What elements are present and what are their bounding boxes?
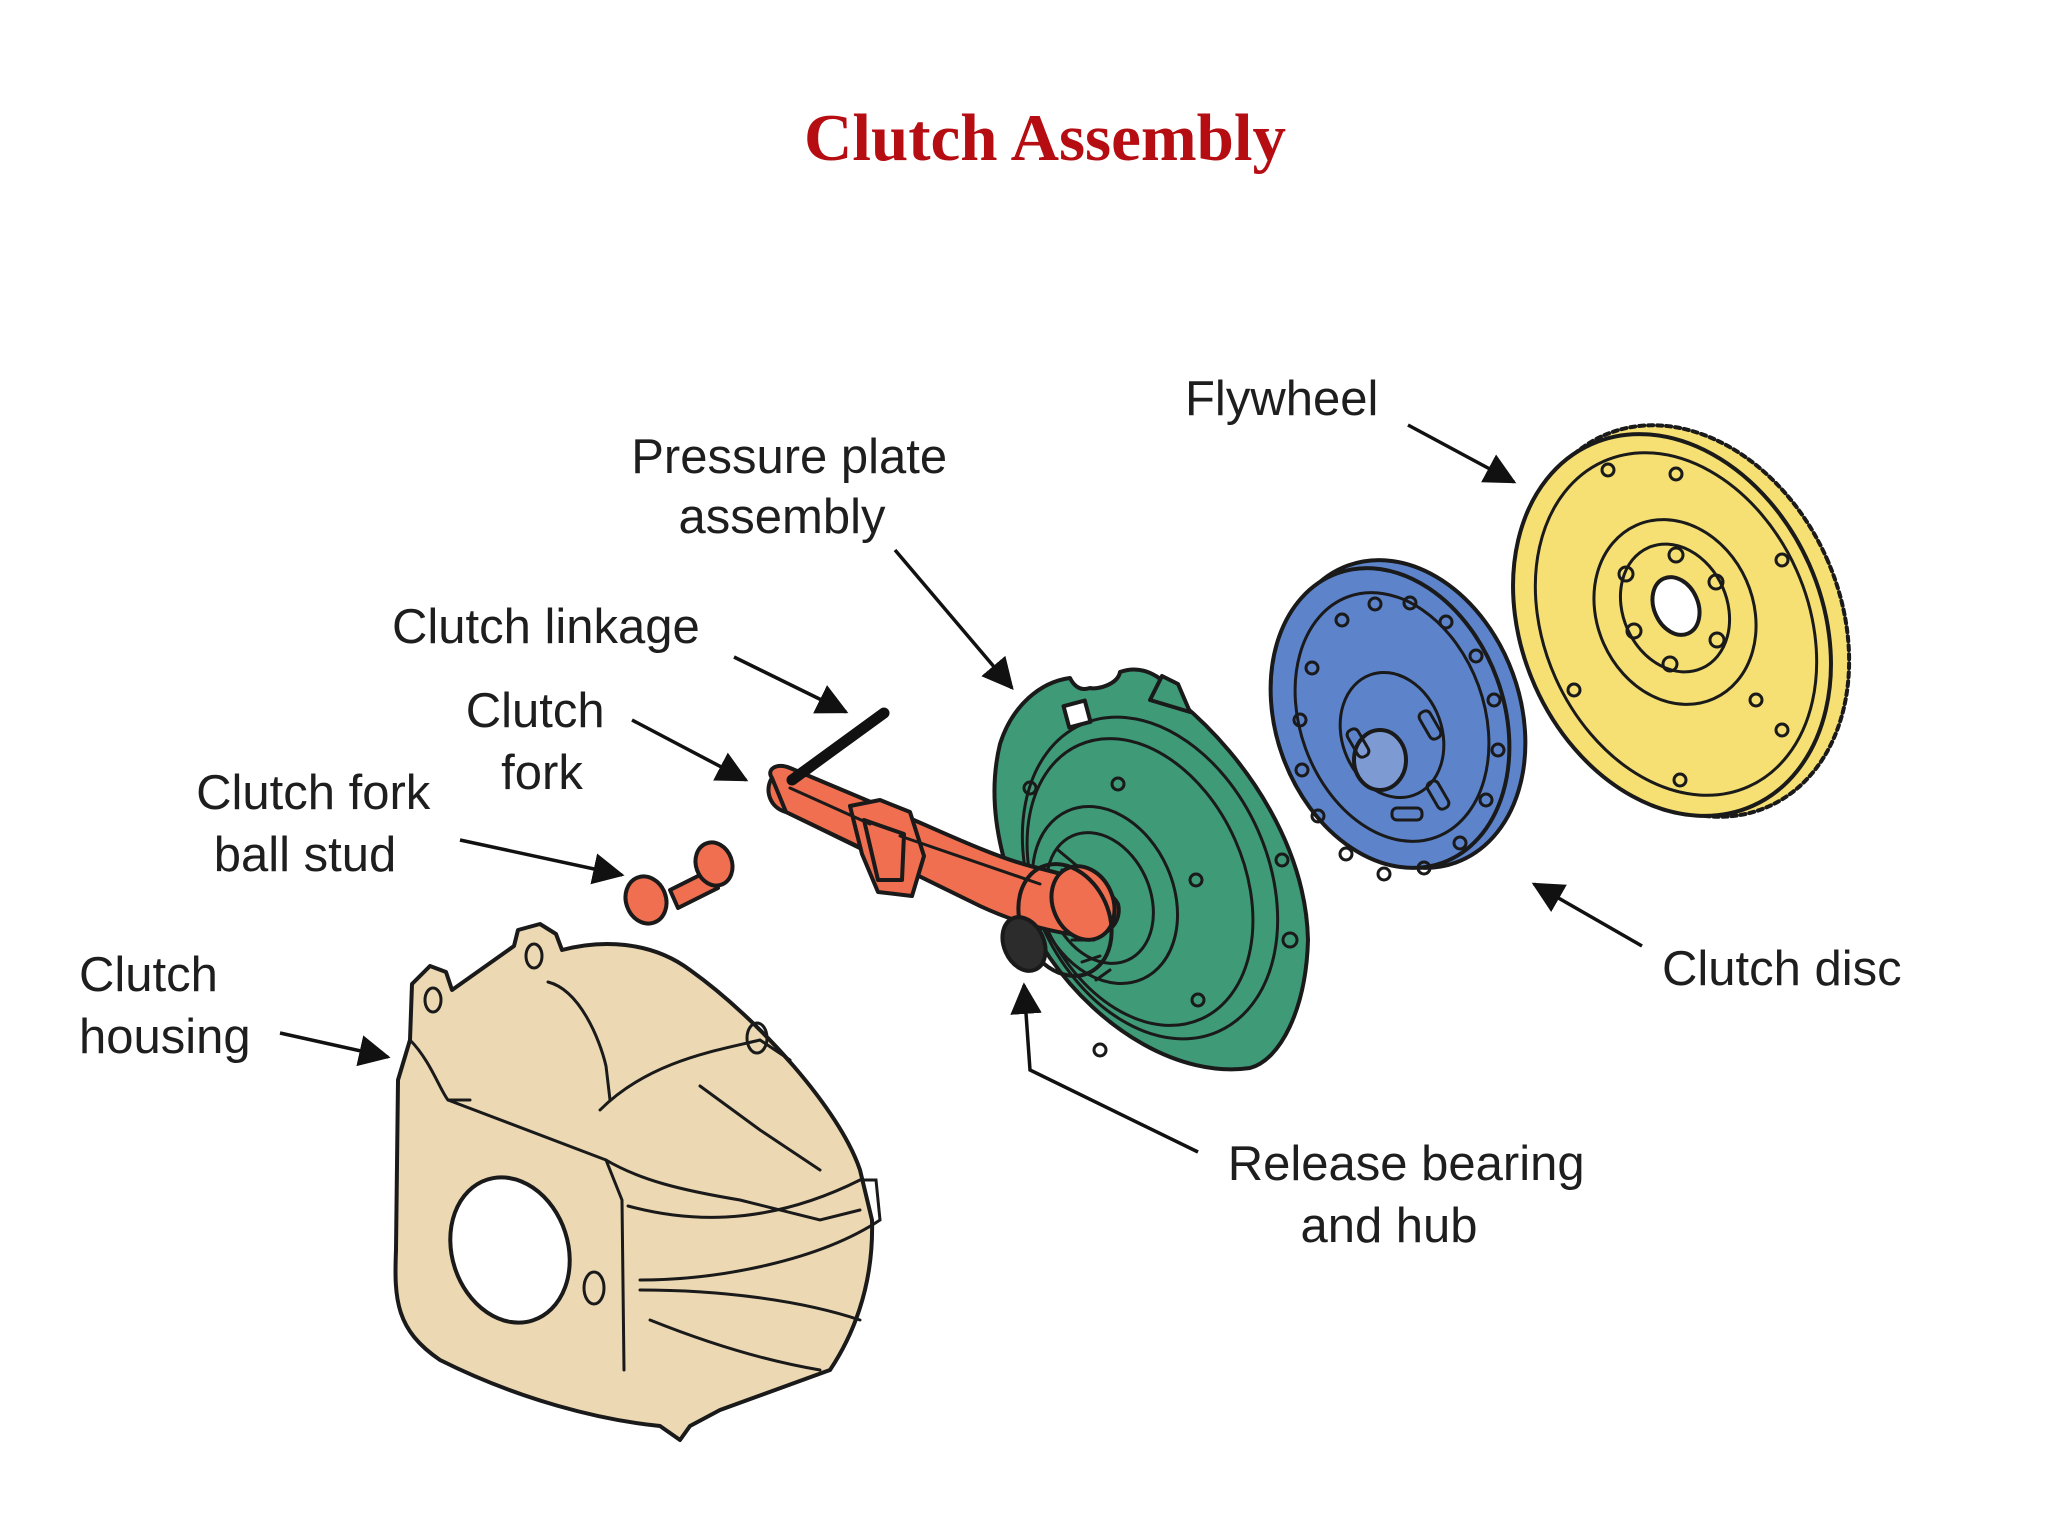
label-clutch-disc: Clutch disc bbox=[1662, 942, 1902, 996]
label-clutch-fork: Clutch fork bbox=[466, 684, 619, 800]
clutch-housing bbox=[393, 922, 882, 1442]
page-title: Clutch Assembly bbox=[803, 101, 1287, 175]
label-ball-stud-line2: ball stud bbox=[214, 828, 397, 882]
clutch-disc bbox=[1268, 558, 1528, 882]
clutch-fork bbox=[766, 763, 1121, 942]
label-ball-stud-line1: Clutch fork bbox=[196, 766, 431, 820]
label-pressure-plate: Pressure plate assembly bbox=[631, 430, 961, 544]
release-bearing-and-hub bbox=[1000, 862, 1114, 978]
clutch-fork-ball-stud bbox=[623, 840, 735, 926]
clutch-linkage bbox=[786, 707, 890, 786]
label-clutch-linkage: Clutch linkage bbox=[392, 600, 700, 654]
label-flywheel: Flywheel bbox=[1185, 372, 1378, 426]
label-release-bearing-line2: and hub bbox=[1300, 1199, 1477, 1253]
flywheel bbox=[1511, 423, 1852, 819]
leader-lines bbox=[279, 423, 1643, 1154]
label-clutch-fork-line2: fork bbox=[501, 746, 583, 800]
label-pressure-plate-line2: assembly bbox=[679, 490, 886, 544]
label-clutch-housing-line2: housing bbox=[79, 1010, 251, 1064]
label-ball-stud: Clutch fork ball stud bbox=[196, 766, 444, 882]
label-clutch-housing-line1: Clutch bbox=[79, 948, 218, 1002]
label-pressure-plate-line1: Pressure plate bbox=[631, 430, 947, 484]
label-release-bearing: Release bearing and hub bbox=[1228, 1137, 1598, 1253]
label-release-bearing-line1: Release bearing bbox=[1228, 1137, 1585, 1191]
label-clutch-housing: Clutch housing bbox=[79, 948, 251, 1064]
label-clutch-fork-line1: Clutch bbox=[466, 684, 605, 738]
